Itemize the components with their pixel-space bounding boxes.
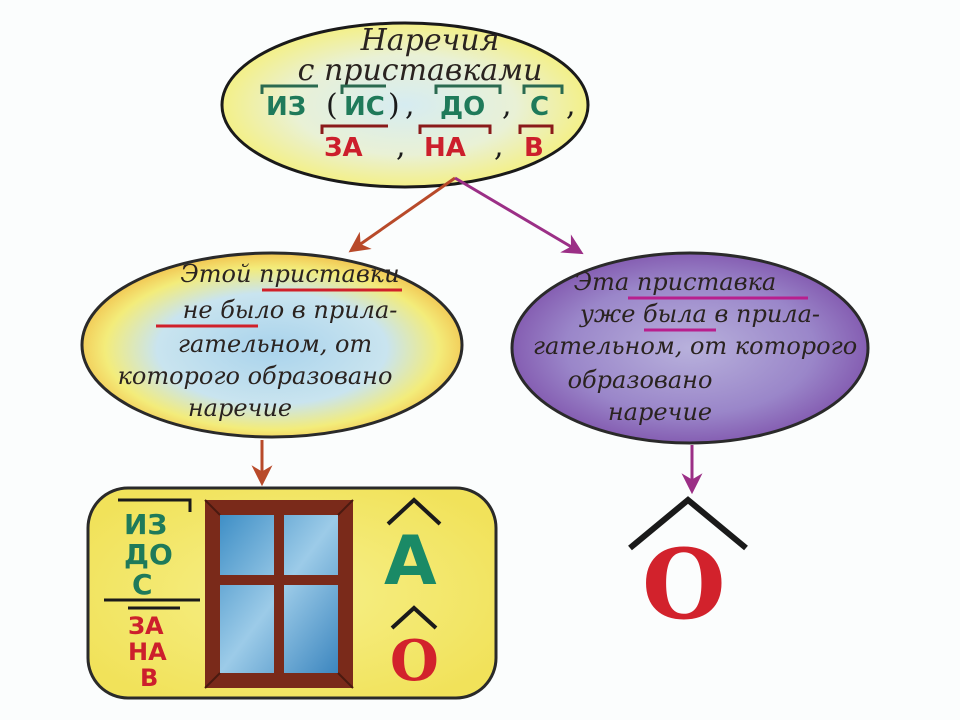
comma: , [502, 88, 512, 123]
col-prefix-na: НА [128, 638, 167, 666]
bottom-box: ИЗ ДО С ЗА НА В А О [86, 486, 498, 700]
prefix-bracket [518, 124, 554, 134]
comma: , [494, 129, 504, 164]
right-result: О [628, 496, 748, 641]
prefix-do: ДО [440, 92, 485, 122]
prefix-s: С [530, 92, 549, 122]
comma: , [566, 88, 576, 123]
col-prefix-v: В [140, 664, 158, 692]
prefix-bracket [522, 84, 564, 94]
prefix-bracket [418, 124, 492, 134]
top-title-line1: Наречия [360, 23, 500, 58]
right-text-line2: уже была в прила- [579, 300, 820, 328]
prefix-is: ИС [344, 92, 385, 122]
left-text-line1: Этой приставки [180, 260, 399, 288]
prefix-bracket [434, 84, 502, 94]
prefix-iz: ИЗ [266, 92, 306, 122]
accent-hat [628, 496, 748, 551]
paren-open: ( [326, 88, 338, 123]
prefix-v: В [524, 133, 544, 163]
prefix-za: ЗА [324, 133, 363, 163]
top-oval: Наречия с приставками ИЗ ( ИС ) , ДО , С… [220, 21, 590, 189]
top-title-line2: с приставками [298, 53, 543, 88]
arrow-to-left [348, 176, 456, 253]
col-prefix-do: ДО [124, 538, 173, 571]
right-text-line3: гательном, от которого [533, 332, 857, 360]
accent-hat [390, 605, 438, 630]
vowel-o-small: О [390, 628, 439, 694]
left-text-line3: гательном, от [178, 330, 372, 358]
prefix-bracket [118, 498, 192, 512]
right-text-line4: образовано [568, 366, 713, 394]
comma: , [396, 129, 406, 164]
right-text-line5: наречие [608, 398, 712, 426]
accent-hat [386, 497, 442, 526]
arrow-to-right [454, 176, 584, 255]
prefix-na: НА [424, 133, 466, 163]
vowel-a: А [384, 522, 437, 601]
col-prefix-za: ЗА [128, 612, 164, 640]
col-prefix-iz: ИЗ [124, 508, 167, 541]
right-text-line1: Эта приставка [574, 268, 776, 296]
left-oval: Этой приставки не было в прила- гательно… [80, 251, 464, 439]
paren-close: ) [388, 88, 400, 123]
prefix-bracket [340, 84, 386, 94]
col-prefix-s: С [132, 568, 153, 601]
right-oval: Эта приставка уже была в прила- гательно… [510, 251, 870, 445]
prefix-bracket [320, 124, 388, 134]
left-text-line5: наречие [188, 394, 292, 422]
window-image [204, 499, 354, 689]
prefix-bracket [260, 84, 318, 94]
vowel-o-large: О [642, 528, 726, 641]
left-text-line4: которого образовано [118, 362, 393, 390]
left-text-line2: не было в прила- [183, 296, 398, 324]
comma: , [405, 88, 415, 123]
